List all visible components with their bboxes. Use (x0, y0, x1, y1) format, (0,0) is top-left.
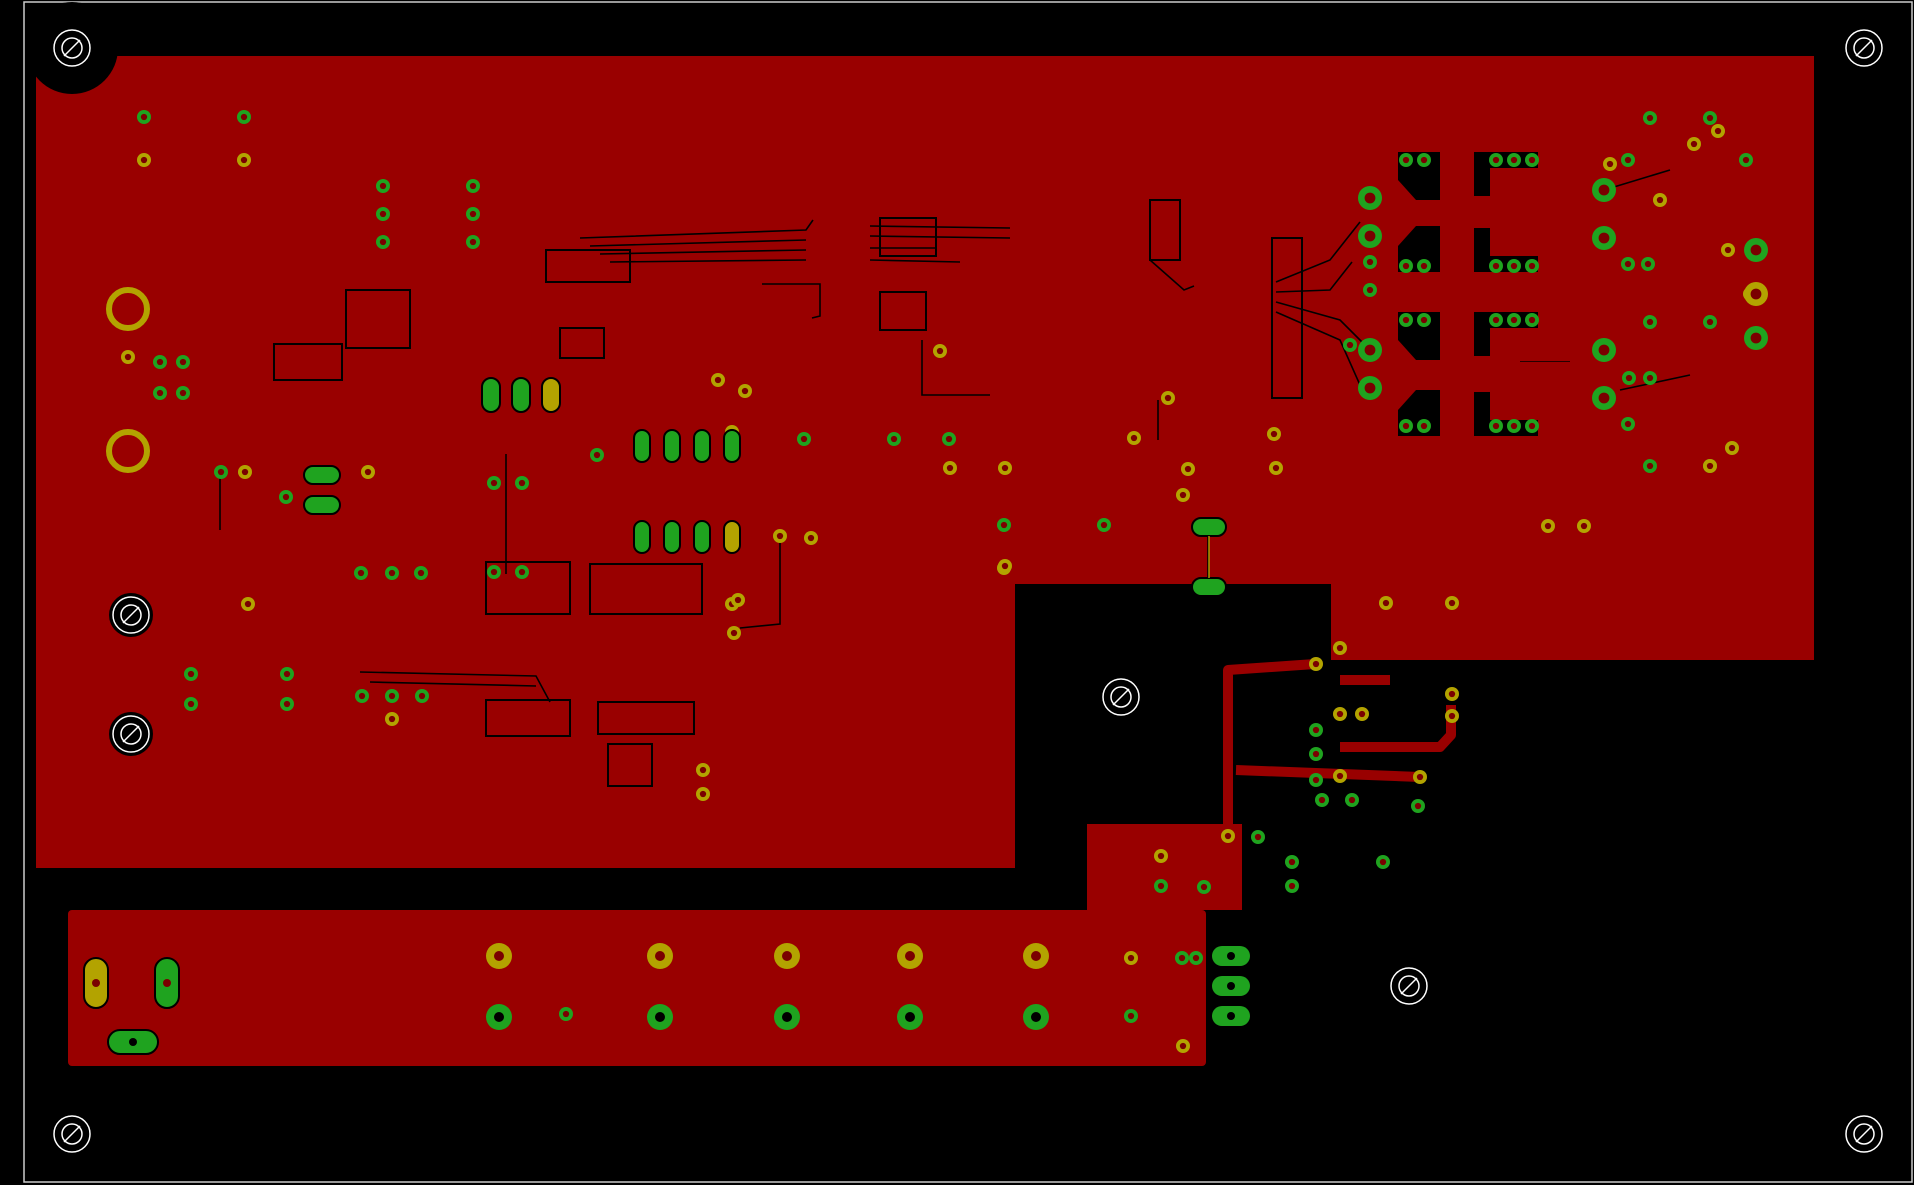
relay-inner-copper (1490, 200, 1570, 388)
oval-pad-rows (303, 377, 1227, 597)
mounting-holes (53, 29, 1883, 1153)
bottom-connector-strip (68, 910, 1206, 1066)
green-vias (137, 110, 1753, 1023)
left-ring-pads (106, 287, 150, 473)
octagon-pads (1358, 178, 1768, 410)
yellow-pads (121, 124, 1759, 1053)
middle-island (1087, 824, 1242, 910)
board-outline (23, 1, 1913, 1183)
signal-traces (219, 169, 1691, 703)
bottom-strip-pads (83, 943, 1250, 1055)
